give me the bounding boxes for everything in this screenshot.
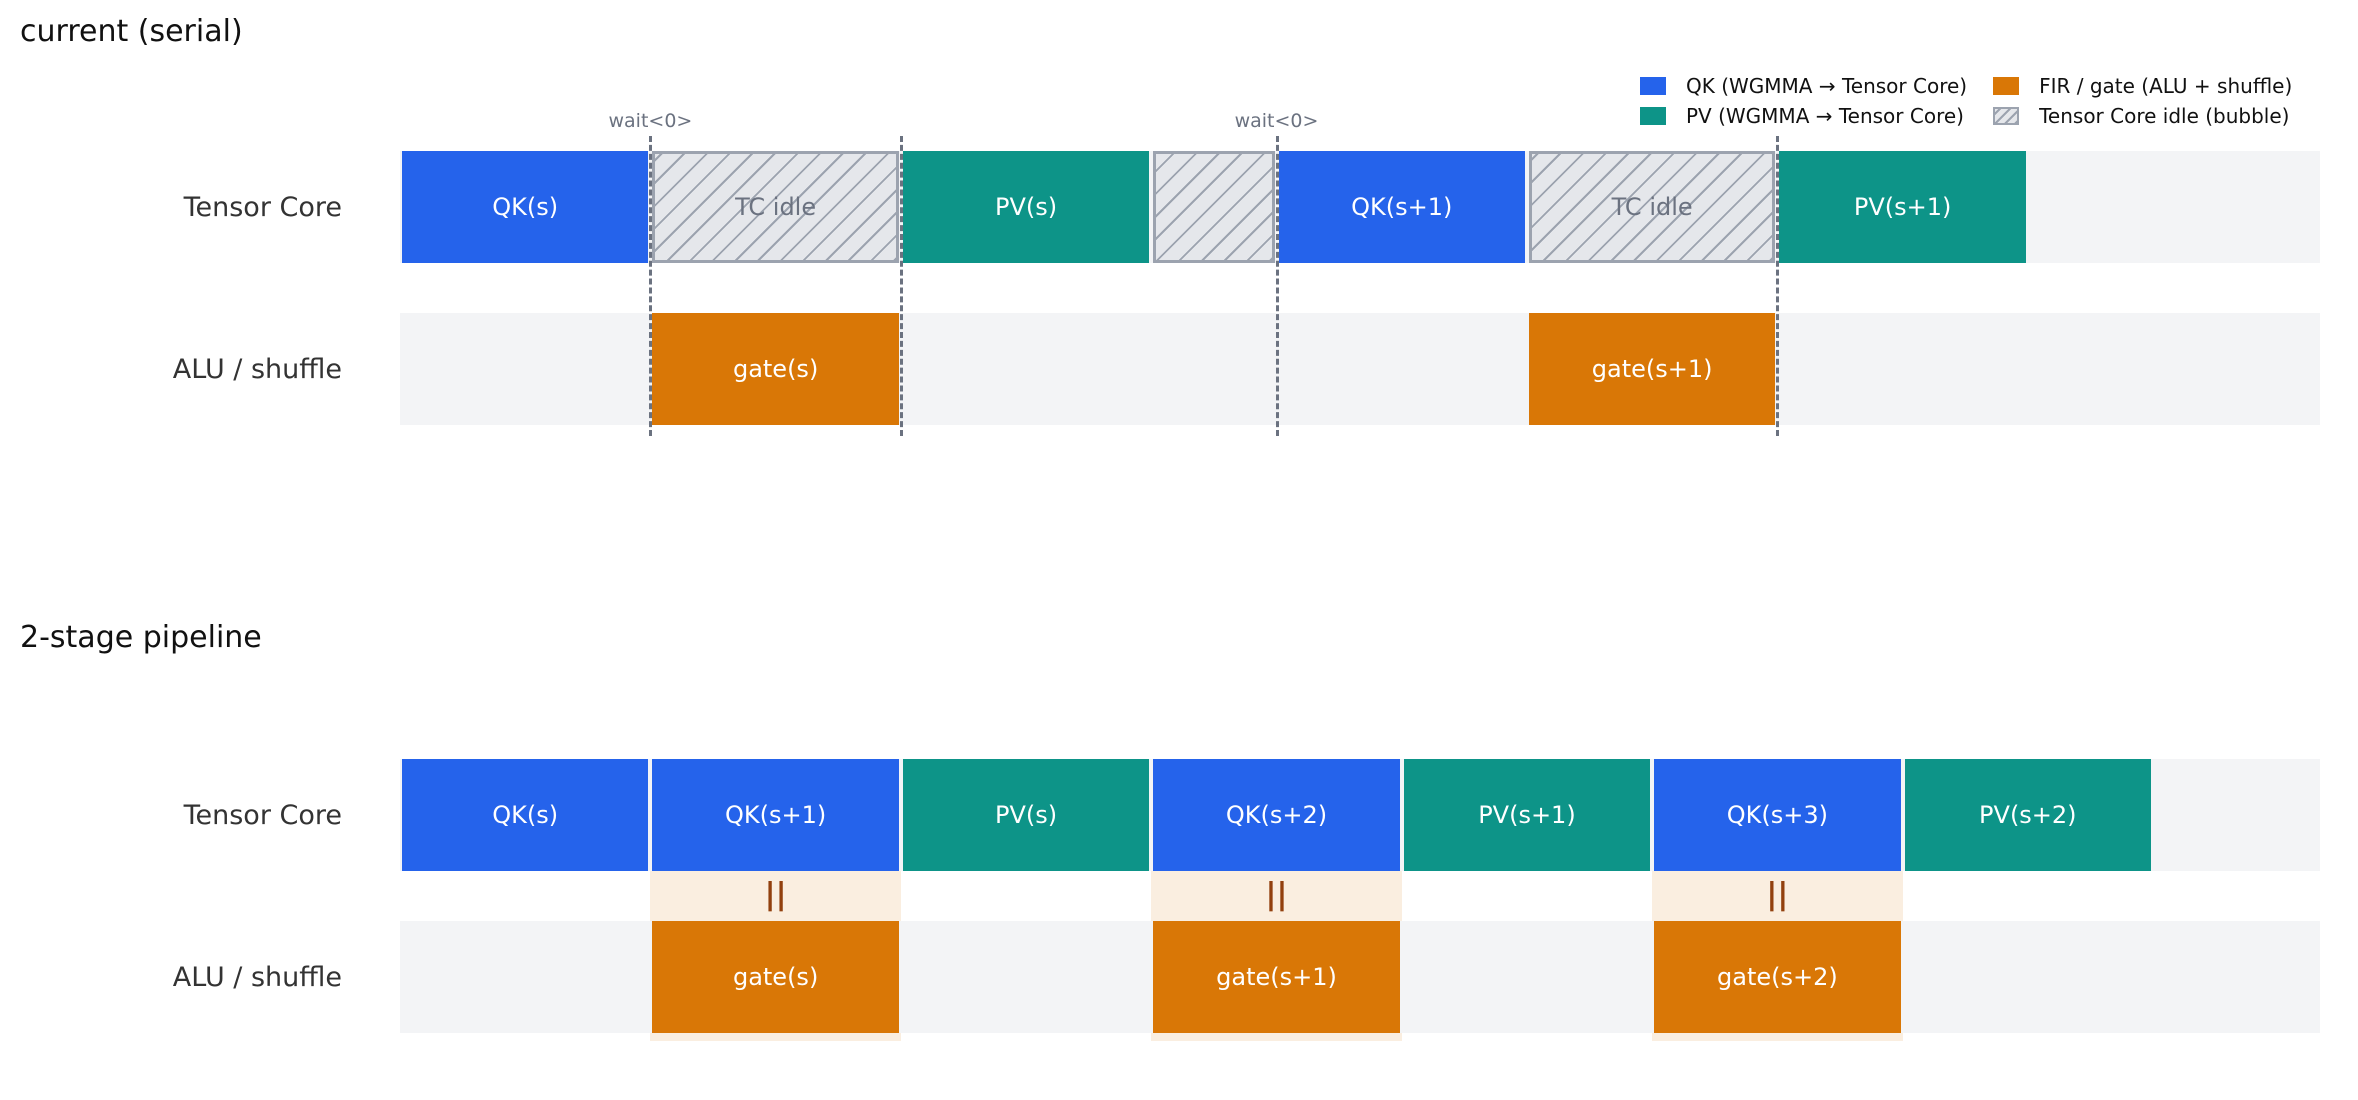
lane-label: ALU / shuffle [172, 353, 342, 385]
segment-gate: gate(s+1) [1528, 313, 1776, 425]
sync-line [1275, 136, 1279, 436]
segment-qk: QK(s) [402, 151, 649, 263]
legend: QK (WGMMA → Tensor Core) FIR / gate (ALU … [1640, 74, 2292, 128]
legend-label: PV (WGMMA → Tensor Core) [1686, 104, 1964, 128]
legend-swatch-qk [1640, 77, 1666, 95]
sync-line [1776, 136, 1780, 436]
legend-item: QK (WGMMA → Tensor Core) [1640, 74, 1967, 98]
segment-pv: PV(s) [902, 759, 1150, 871]
segment-qk: QK(s+1) [652, 759, 899, 871]
segment-gate: gate(s) [652, 921, 899, 1033]
segment-qk: QK(s) [402, 759, 649, 871]
segment-pv: PV(s) [902, 151, 1150, 263]
segment-pv: PV(s+1) [1403, 759, 1651, 871]
lane-label: Tensor Core [183, 191, 342, 223]
overlap-marker: || [1265, 877, 1288, 912]
segment-pv: PV(s+1) [1779, 151, 2026, 263]
legend-swatch-gate [1993, 77, 2020, 95]
segment-gate: gate(s) [652, 313, 899, 425]
panel-title: current (serial) [20, 14, 243, 49]
segment-qk: QK(s+1) [1278, 151, 1525, 263]
legend-swatch-idle [1993, 107, 2020, 125]
wait-label: wait<0> [1234, 110, 1319, 132]
segment-idle: TC idle [652, 151, 899, 263]
overlap-marker: || [764, 877, 787, 912]
legend-item: PV (WGMMA → Tensor Core) [1640, 104, 1967, 128]
legend-label: FIR / gate (ALU + shuffle) [2039, 74, 2293, 98]
segment-qk: QK(s+3) [1654, 759, 1901, 871]
segment-gate: gate(s+2) [1654, 921, 1901, 1033]
sync-line [649, 136, 653, 436]
segment-pv: PV(s+2) [1904, 759, 2152, 871]
wait-label: wait<0> [608, 110, 693, 132]
overlap-marker: || [1766, 877, 1789, 912]
sync-line [899, 136, 903, 436]
segment-idle [1153, 151, 1275, 263]
segment-idle: TC idle [1528, 151, 1776, 263]
lane-label: Tensor Core [183, 799, 342, 831]
segment-gate: gate(s+1) [1153, 921, 1400, 1033]
panel-title: 2-stage pipeline [20, 620, 262, 655]
lane-label: ALU / shuffle [172, 961, 342, 993]
legend-label: QK (WGMMA → Tensor Core) [1686, 74, 1968, 98]
legend-item: FIR / gate (ALU + shuffle) [1993, 74, 2292, 98]
legend-item: Tensor Core idle (bubble) [1993, 104, 2292, 128]
segment-qk: QK(s+2) [1153, 759, 1400, 871]
legend-label: Tensor Core idle (bubble) [2039, 104, 2290, 128]
legend-swatch-pv [1640, 107, 1666, 125]
